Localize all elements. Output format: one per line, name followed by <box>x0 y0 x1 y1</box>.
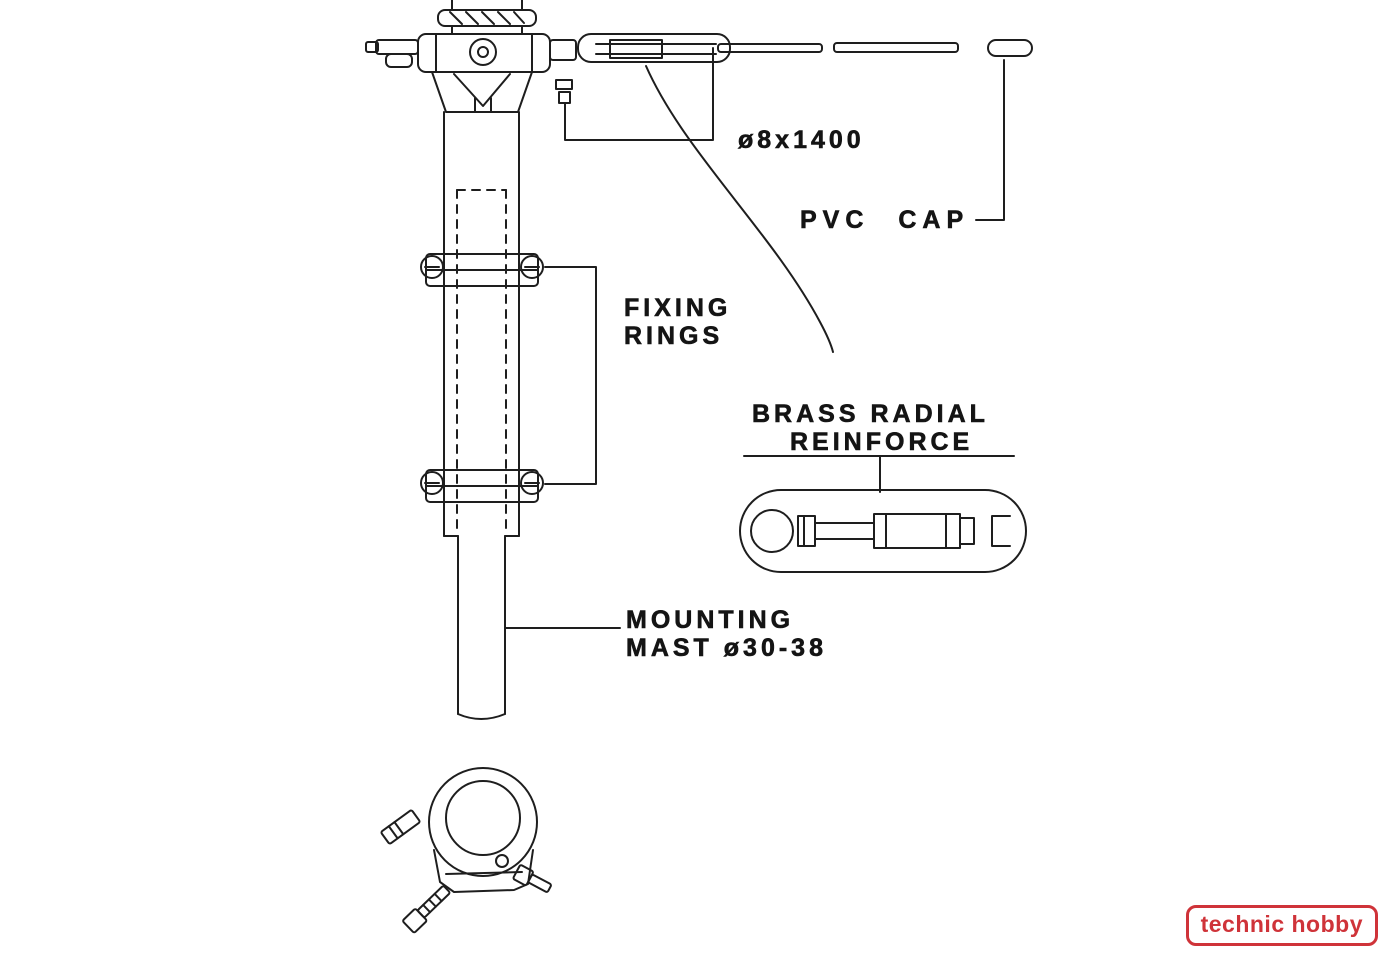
leader-pvc-cap <box>975 59 1005 221</box>
label-mounting-mast-line1: MOUNTING <box>626 606 795 635</box>
radial-arm <box>577 33 959 63</box>
label-brass-reinforce-line2: REINFORCE <box>790 428 974 457</box>
mast <box>443 111 520 720</box>
leader-fixing-rings <box>544 266 597 485</box>
label-pvc-cap: PVC CAP <box>800 206 970 235</box>
label-fixing-rings-line1: FIXING <box>624 294 732 323</box>
antenna-hub <box>365 33 577 113</box>
leader-curved <box>645 65 834 353</box>
antenna-top-section <box>437 0 537 35</box>
leader-rod-size <box>564 47 714 141</box>
label-brass-reinforce-line1: BRASS RADIAL <box>752 400 989 429</box>
label-mounting-mast-line2: MAST ø30-38 <box>626 634 827 663</box>
clamp-bolt-left <box>380 809 421 845</box>
fixing-ring-lower <box>420 469 544 503</box>
mast-clamp-bottom <box>380 767 552 934</box>
fixing-ring-upper <box>420 253 544 287</box>
brass-reinforce-detail <box>739 489 1027 573</box>
leader-brass-reinforce <box>743 455 1015 493</box>
label-fixing-rings-line2: RINGS <box>624 322 724 351</box>
label-rod-size: ø8x1400 <box>738 126 865 155</box>
watermark-badge: technic hobby <box>1185 905 1378 946</box>
clamp-bolt-right <box>512 864 552 893</box>
pvc-cap-part <box>987 39 1033 57</box>
loose-bolt <box>402 885 451 934</box>
